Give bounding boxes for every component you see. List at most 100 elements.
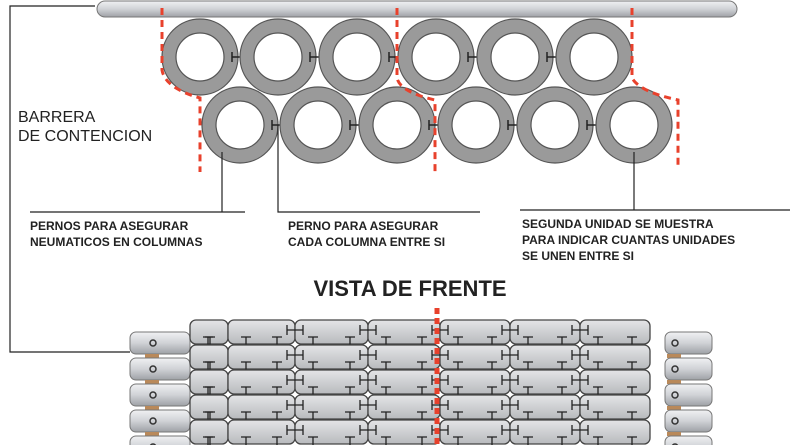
join-bolt-icon (359, 425, 377, 435)
note-line: NEUMATICOS EN COLUMNAS (30, 235, 203, 249)
tire (162, 19, 238, 95)
tire-stack-block (227, 319, 296, 345)
column-bolt-icon (241, 436, 251, 445)
tire (280, 87, 356, 163)
tire-inner-edge (609, 100, 659, 150)
note-line: SE UNEN ENTRE SI (522, 249, 635, 263)
leader-lines (9, 5, 790, 353)
barrier-label-line1: BARRERA (18, 109, 96, 126)
tire-stack-block (579, 344, 651, 370)
column-bolt-icon (308, 436, 318, 445)
tire-stack-block (227, 394, 296, 420)
tire-stack-block (579, 394, 651, 420)
join-bolt-icon (286, 400, 304, 410)
guard-rail-segment (664, 435, 713, 445)
rail-spacer (145, 354, 159, 358)
tire-stack-block (509, 319, 581, 345)
note-column-bolts: PERNOS PARA ASEGURAR NEUMATICOS EN COLUM… (30, 218, 202, 250)
rail-bolt-icon (149, 391, 157, 399)
tire-stack-block (294, 344, 369, 370)
front-view (129, 308, 713, 445)
join-bolt-icon (571, 400, 589, 410)
tire-stack-block (439, 419, 511, 445)
top-rail (96, 0, 738, 18)
tire-stack-block (439, 369, 511, 395)
unit-outline-dashes (160, 8, 680, 172)
column-bolt-icon (205, 436, 215, 445)
tire-stack-block (227, 369, 296, 395)
tire-stack-block (189, 394, 229, 420)
column-bolt-icon (557, 436, 567, 445)
rail-spacer (667, 354, 681, 358)
note-line: PERNOS PARA ASEGURAR (30, 219, 189, 233)
join-bolt-icon (286, 425, 304, 435)
note-line: PARA INDICAR CUANTAS UNIDADES (522, 233, 736, 247)
rail-bolt-icon (149, 443, 157, 445)
tire-stack-block (367, 344, 441, 370)
rail-spacer (667, 406, 681, 410)
tire-stack-block (189, 319, 229, 345)
guard-rail-segment (664, 383, 713, 407)
tire-stack-block (509, 344, 581, 370)
front-view-title: VISTA DE FRENTE (313, 276, 507, 301)
tire (477, 19, 553, 95)
rail-bolt-icon (149, 417, 157, 425)
tire-stack-block (294, 394, 369, 420)
guard-rail-segment (129, 383, 191, 407)
tire-stack-block (367, 369, 441, 395)
join-bolt-icon (501, 400, 519, 410)
join-bolt-icon (501, 375, 519, 385)
tire (556, 19, 632, 95)
tire-inner-edge (372, 100, 422, 150)
rail-bolt-icon (671, 391, 679, 399)
rail-bolt-icon (671, 417, 679, 425)
tire-inner-edge (451, 100, 501, 150)
note-line: SEGUNDA UNIDAD SE MUESTRA (522, 217, 714, 231)
rail-spacer (145, 432, 159, 436)
tire-stack-block (294, 369, 369, 395)
column-bolt-icon (345, 436, 355, 445)
rail-bolt-icon (149, 365, 157, 373)
tire-inner-edge (530, 100, 580, 150)
tire-stack-block (294, 319, 369, 345)
tire (359, 87, 435, 163)
join-bolt-icon (359, 350, 377, 360)
rail-bolt-icon (149, 339, 157, 347)
tire-inner-edge (490, 32, 540, 82)
column-bolt-icon (453, 436, 463, 445)
join-bolt-icon (286, 350, 304, 360)
join-bolt-icon (571, 350, 589, 360)
tire-inner-edge (175, 32, 225, 82)
tire-stack-block (439, 344, 511, 370)
guard-rail-segment (664, 409, 713, 433)
tire (240, 19, 316, 95)
tire (438, 87, 514, 163)
tire-stack-block (509, 394, 581, 420)
column-bolt-icon (487, 436, 497, 445)
rail-spacer (145, 380, 159, 384)
tire-stack-block (189, 344, 229, 370)
tire-inner-edge (332, 32, 382, 82)
join-bolt-icon (501, 325, 519, 335)
tire-inner-edge (411, 32, 461, 82)
column-bolt-icon (417, 436, 427, 445)
join-bolt-icon (359, 325, 377, 335)
join-bolt-icon (359, 375, 377, 385)
rail-bolt-icon (671, 339, 679, 347)
join-bolt-icon (501, 350, 519, 360)
rail-bolt-icon (671, 365, 679, 373)
note-second-unit: SEGUNDA UNIDAD SE MUESTRA PARA INDICAR C… (522, 216, 735, 264)
tire-stack-block (439, 319, 511, 345)
tire-stack-block (294, 419, 369, 445)
join-bolt-icon (571, 425, 589, 435)
tire-stack-block (367, 394, 441, 420)
tire-rows (161, 18, 673, 164)
column-bolt-icon (272, 436, 282, 445)
guard-rail-segment (664, 331, 713, 355)
tire (319, 19, 395, 95)
tire (202, 87, 278, 163)
note-line: CADA COLUMNA ENTRE SI (288, 235, 446, 249)
note-column-join-bolt: PERNO PARA ASEGURAR CADA COLUMNA ENTRE S… (288, 218, 445, 250)
